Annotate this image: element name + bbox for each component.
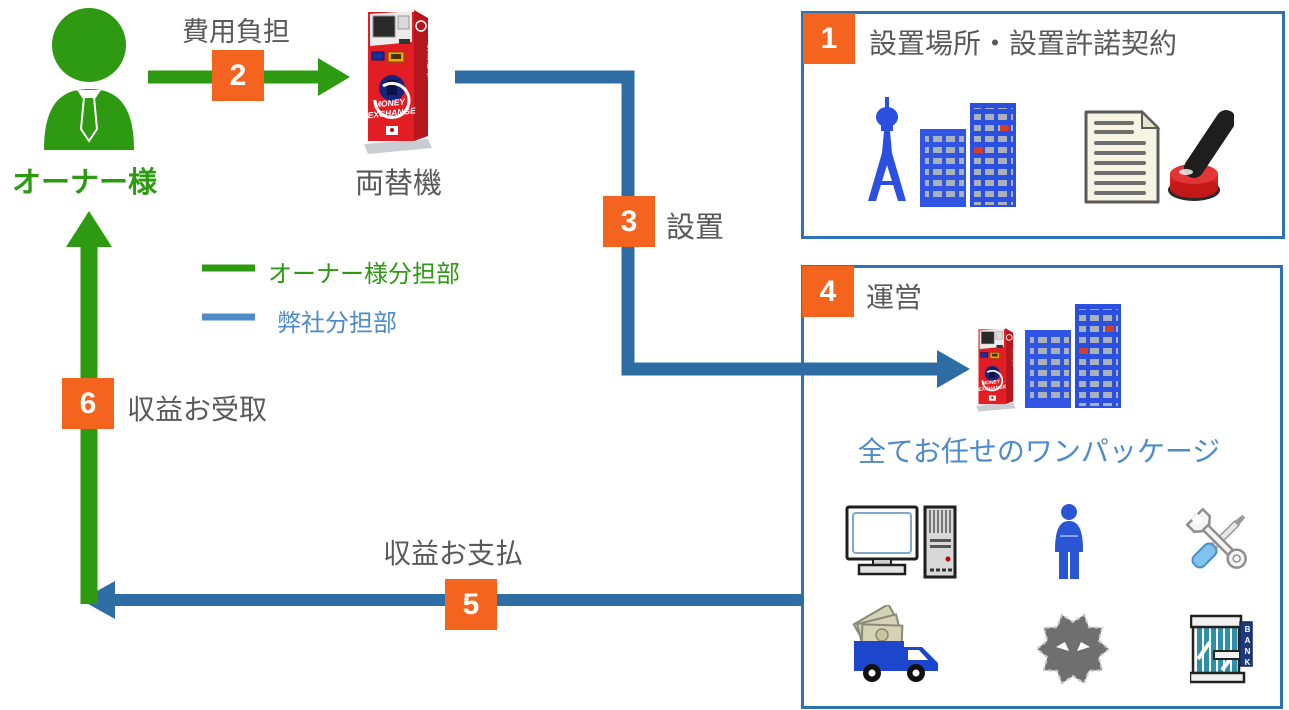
office-buildings-icon: [920, 103, 1016, 207]
bank-deposit-icon: BANK: [1190, 614, 1254, 684]
step-badge-2: 2: [212, 50, 264, 101]
machine-label: 両替機: [355, 168, 443, 200]
bank-sign-text: BANK: [1243, 625, 1252, 669]
arrow-revenue-payment: [81, 581, 803, 619]
owner-label: オーナー様: [12, 167, 158, 199]
step-badge-6: 6: [62, 378, 114, 429]
exchange-machine-small-icon: MONEY EXCHANGE 外貨両替: [975, 327, 1017, 413]
cost-burden-label: 費用負担: [182, 17, 290, 47]
revenue-payment-label: 収益お支払: [383, 538, 524, 569]
step-badge-3: 3: [603, 196, 655, 247]
cash-collection-truck-icon: [852, 605, 940, 687]
installation-label: 設置: [666, 212, 725, 244]
box4-title: 運営: [866, 282, 923, 313]
security-threat-icon: [1035, 613, 1111, 685]
legend-company-label: 弊社分担部: [277, 310, 397, 337]
step-badge-1: 1: [803, 13, 855, 64]
office-buildings-icon: [1025, 304, 1121, 408]
box1-title: 設置場所・設置許諾契約: [869, 28, 1178, 59]
owner-person-icon: [36, 5, 142, 150]
landmark-tower-icon: [864, 97, 910, 207]
machine-side-text: 外貨両替: [426, 44, 433, 80]
contract-seal-icon: [1082, 108, 1234, 206]
machine-side-text: 外貨両替: [1012, 347, 1017, 369]
monitoring-computer-icon: [845, 505, 957, 583]
one-package-tagline: 全てお任せのワンパッケージ: [857, 436, 1221, 467]
revenue-receive-label: 収益お受取: [127, 394, 268, 425]
exchange-machine-icon: MONEY EXCHANGE 外貨両替: [362, 8, 434, 156]
step-badge-4: 4: [802, 266, 854, 317]
maintenance-tools-icon: [1180, 504, 1258, 578]
legend-owner-label: オーナー様分担部: [268, 261, 460, 288]
step-badge-5: 5: [445, 579, 497, 630]
staff-person-icon: [1052, 504, 1086, 582]
box-step4-operation: [801, 265, 1283, 709]
